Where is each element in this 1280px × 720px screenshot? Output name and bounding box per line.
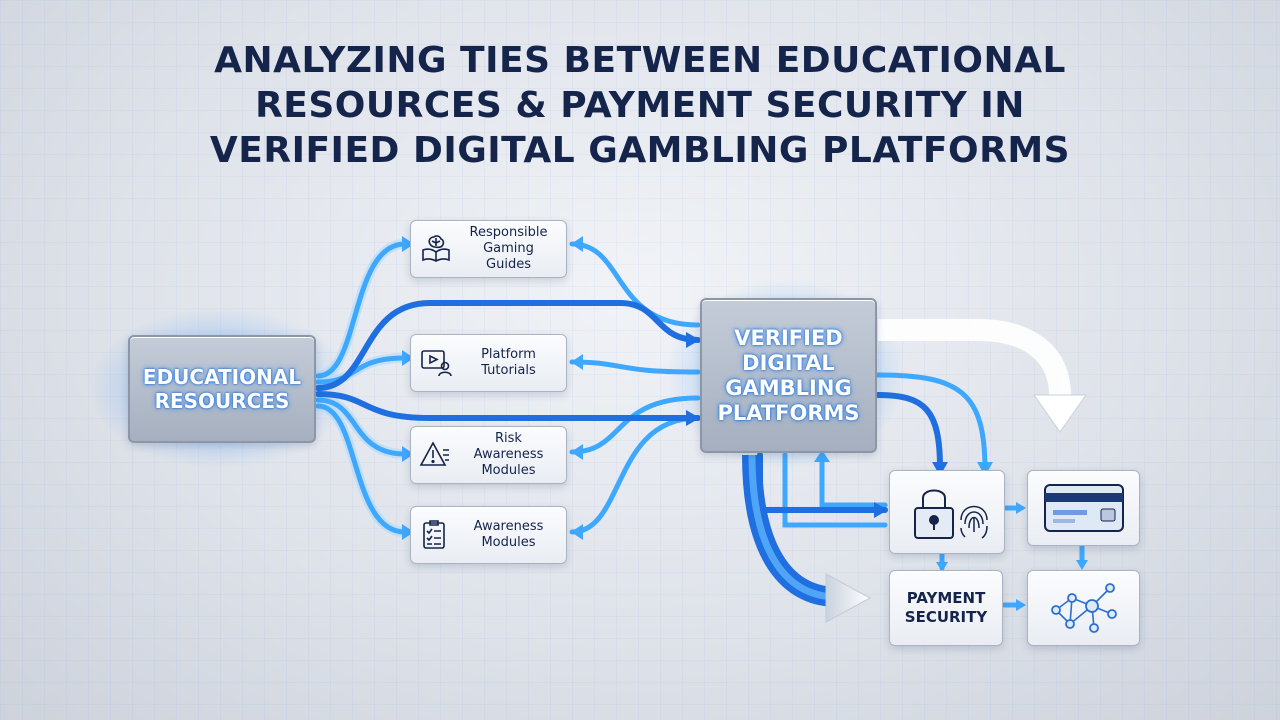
credit-card-icon: [1043, 484, 1124, 532]
warning-icon: [419, 441, 449, 466]
arrow-up-to-platforms: [814, 450, 830, 462]
educational-label-line-1: EDUCATIONAL: [142, 365, 302, 389]
wire-platforms-to-lock-dark: [875, 392, 943, 471]
white-arrowhead: [1033, 394, 1087, 433]
checklist-icon: [423, 520, 445, 549]
arrow-back-to-tutorials: [571, 354, 583, 370]
wire-edu-to-risk: [315, 397, 408, 457]
credit-card-node: [1027, 470, 1140, 546]
responsible-gaming-guides-node: Responsible Gaming Guides: [410, 220, 567, 278]
educational-resources-node: EDUCATIONAL RESOURCES: [128, 335, 316, 443]
wire-edu-to-platforms-lower: [315, 391, 701, 421]
title-line-2: RESOURCES & PAYMENT SECURITY IN: [255, 85, 1025, 126]
arrow-to-awareness: [402, 524, 414, 540]
big-arrow-to-payment: [742, 454, 872, 623]
platforms-label-line-4: PLATFORMS: [717, 400, 860, 425]
lock-fingerprint-icon: [914, 489, 988, 539]
title-line-1: ANALYZING TIES BETWEEN EDUCATIONAL: [214, 40, 1066, 81]
risk-label-line-1: Risk: [495, 431, 522, 446]
arrow-back-to-guides: [571, 236, 583, 252]
wire-platforms-lock-mid: [819, 452, 888, 508]
wire-tutorials-to-platforms: [569, 359, 701, 375]
guides-label-line-2: Gaming Guides: [483, 241, 534, 272]
wire-edu-to-platforms-upper: [315, 300, 701, 391]
platforms-label-line-3: GAMBLING: [725, 375, 852, 400]
big-arrow-to-card: [878, 319, 1087, 433]
wire-platforms-lock-lower: [782, 452, 888, 528]
page-title: ANALYZING TIES BETWEEN EDUCATIONAL RESOU…: [0, 38, 1280, 173]
wire-risk-to-platforms: [569, 395, 701, 455]
wire-edu-to-awareness: [315, 403, 408, 535]
wire-edu-to-tutorials: [315, 355, 408, 385]
verified-platforms-node: VERIFIED DIGITAL GAMBLING PLATFORMS: [700, 298, 877, 453]
platform-tutorials-node: Platform Tutorials: [410, 334, 567, 392]
arrow-to-risk: [402, 446, 414, 462]
wire-arrowheads: [402, 236, 1088, 611]
awareness-modules-node: Awareness Modules: [410, 506, 567, 564]
arrow-into-platforms-upper: [686, 332, 700, 348]
tutorials-label-line-1: Platform: [481, 347, 536, 362]
payment-security-node: PAYMENT SECURITY: [889, 570, 1003, 646]
arrow-back-to-awareness: [571, 524, 583, 540]
arrow-into-payment: [936, 562, 948, 572]
big-arrowhead: [825, 573, 872, 623]
lock-fingerprint-node: [889, 470, 1005, 554]
awareness-label-line-2: Modules: [481, 535, 536, 550]
arrow-to-guides: [402, 236, 414, 252]
risk-awareness-modules-node: Risk Awareness Modules: [410, 426, 567, 484]
arrow-payment-to-network: [1016, 599, 1026, 611]
platforms-label-line-2: DIGITAL: [742, 350, 835, 375]
awareness-label-line-1: Awareness: [473, 519, 544, 534]
arrow-into-platforms-lower: [686, 410, 700, 426]
title-line-3: VERIFIED DIGITAL GAMBLING PLATFORMS: [209, 130, 1071, 171]
payment-label-line-1: PAYMENT: [906, 589, 986, 607]
guides-label-line-1: Responsible: [469, 225, 548, 240]
risk-label-line-2: Awareness: [473, 447, 544, 462]
risk-label-line-3: Modules: [481, 463, 536, 478]
brain-book-icon: [422, 235, 450, 262]
educational-label-line-2: RESOURCES: [154, 389, 290, 413]
arrow-into-lock-side: [874, 502, 888, 518]
video-user-icon: [421, 350, 452, 377]
wire-platforms-to-lock: [875, 372, 988, 473]
wire-group-light: [315, 241, 1085, 608]
arrow-into-lock-light: [977, 462, 993, 476]
arrow-back-to-risk: [571, 444, 583, 460]
big-arrow-highlight: [748, 454, 837, 601]
wire-edu-to-guides: [315, 241, 408, 379]
white-arrow-shaft: [878, 319, 1071, 396]
network-node: [1027, 570, 1140, 646]
arrow-to-tutorials: [402, 350, 414, 366]
wire-awareness-to-platforms: [569, 415, 701, 535]
arrow-into-lock-dark: [932, 462, 948, 476]
platforms-label-line-1: VERIFIED: [734, 325, 843, 350]
payment-label-line-2: SECURITY: [904, 608, 988, 626]
wire-guides-to-platforms: [569, 241, 701, 328]
network-icon: [1050, 583, 1117, 633]
arrow-into-network: [1076, 560, 1088, 570]
arrow-into-card: [1016, 502, 1026, 514]
tutorials-label-line-2: Tutorials: [481, 363, 536, 378]
